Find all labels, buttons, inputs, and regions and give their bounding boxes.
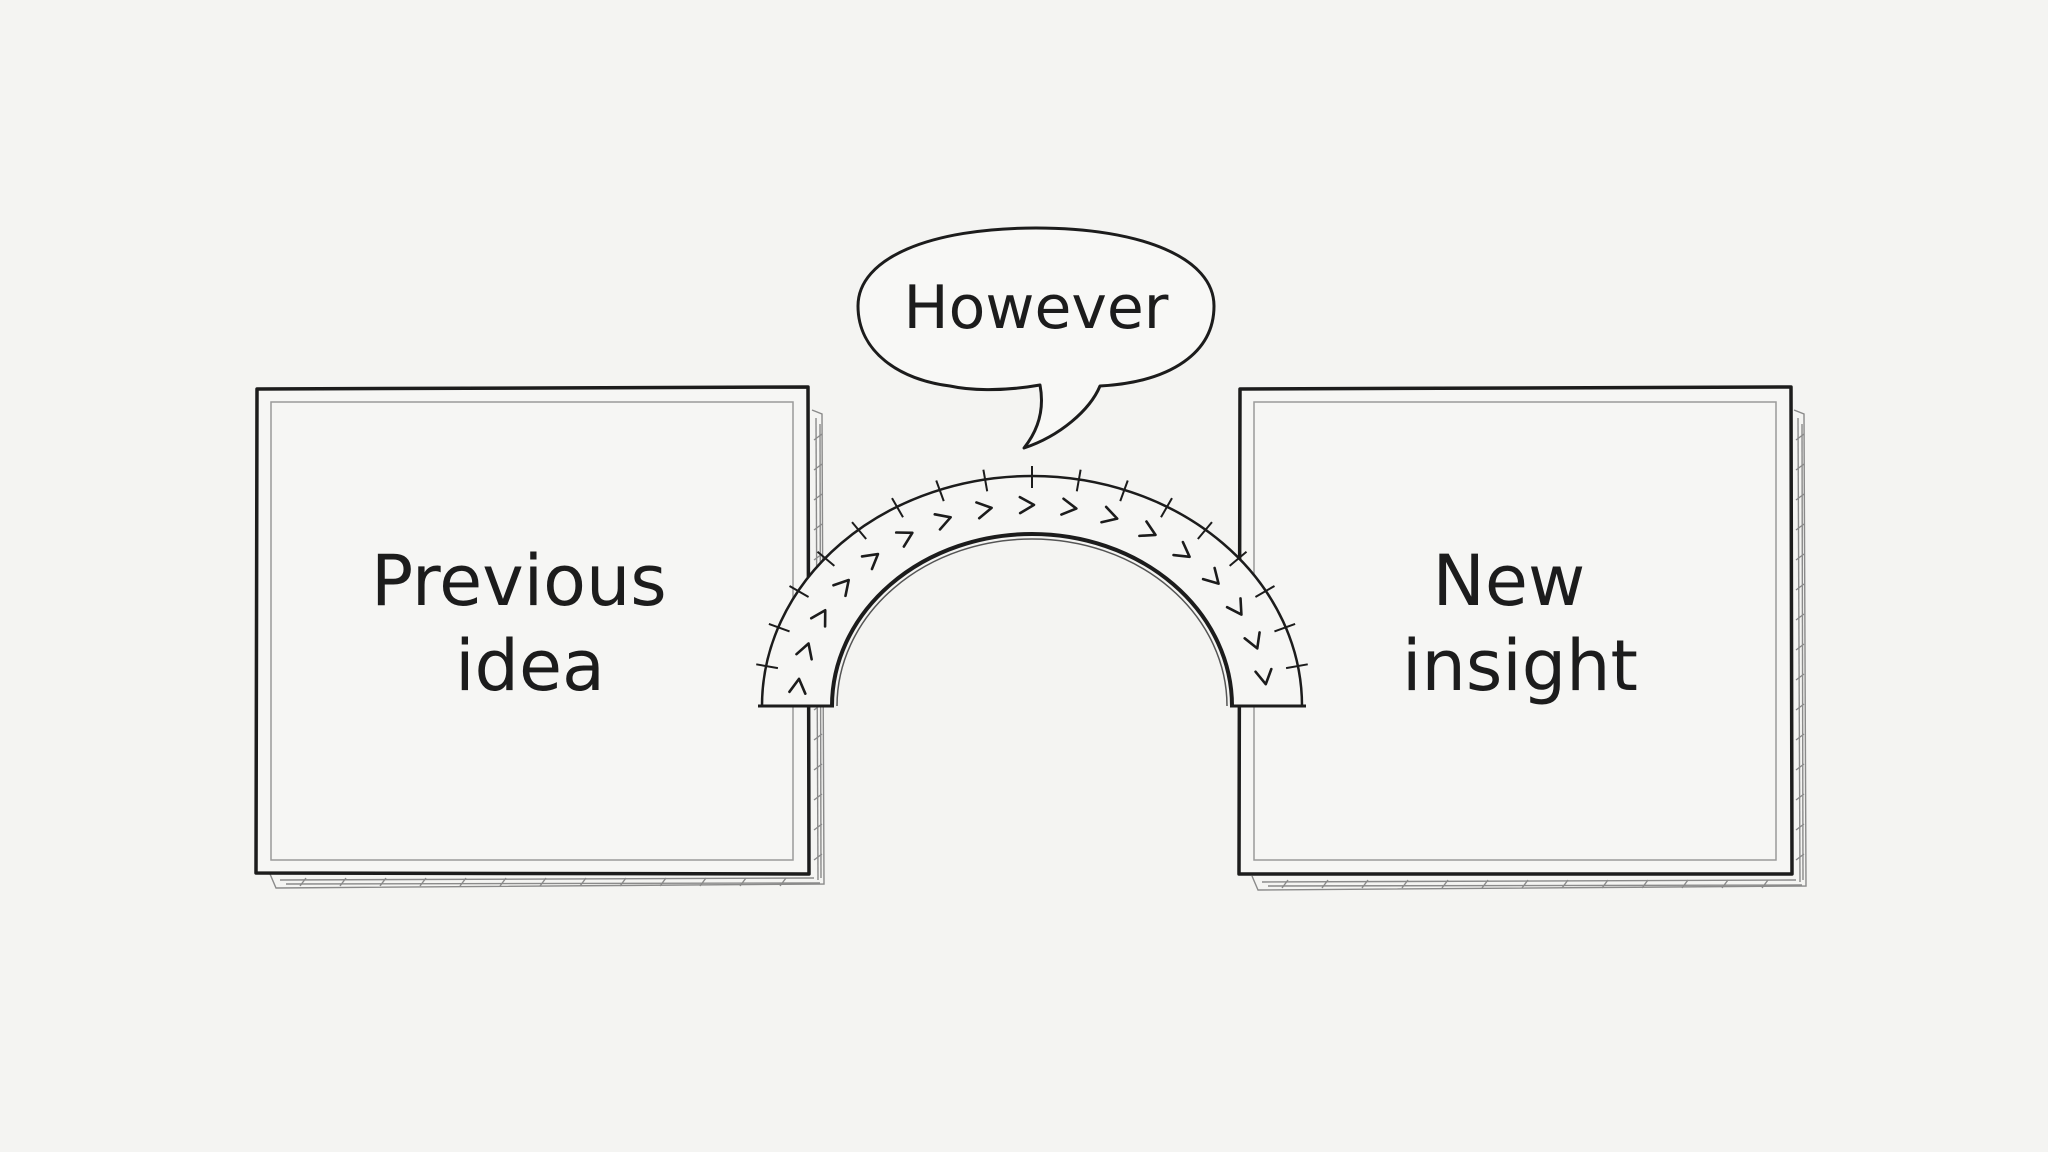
bridge-tick	[1197, 521, 1213, 540]
right-box: New insight	[1237, 385, 1807, 891]
left-box-label: Previous idea	[371, 540, 689, 707]
bridge-chevron-arrow	[1138, 520, 1157, 538]
left-box-frame	[254, 385, 811, 876]
bridge-chevron-arrow	[832, 578, 851, 598]
speech-bubble: However	[856, 226, 1216, 450]
bridge-tick	[851, 521, 867, 540]
left-box-label-line-2: idea	[455, 625, 605, 707]
bridge-chevron-arrow	[1201, 566, 1220, 585]
bridge-tick	[982, 469, 989, 492]
bridge-chevron-arrow	[1225, 597, 1243, 616]
bridge-arch	[756, 466, 1308, 708]
right-box-label: New insight	[1402, 540, 1638, 707]
bridge-chevron-arrow	[975, 501, 993, 520]
right-box-label-line-1: New	[1433, 540, 1586, 622]
bridge-chevron-arrow	[1243, 631, 1261, 650]
bridge-tick	[1228, 550, 1248, 567]
bridge-tick	[935, 480, 945, 502]
bridge-inner-arc-shadow	[836, 538, 1228, 707]
bridge-tick	[756, 663, 779, 670]
bridge-tick	[768, 622, 790, 633]
left-box: Previous idea	[254, 385, 825, 889]
bridge-chevron-arrow	[788, 677, 807, 695]
bridge-chevron-arrow	[1018, 495, 1036, 515]
bridge-arrows	[788, 495, 1273, 695]
bridge-tick	[789, 585, 810, 598]
bridge-ticks	[756, 466, 1308, 670]
bridge-chevron-arrow	[1060, 497, 1078, 516]
bridge-chevron-arrow	[1254, 667, 1273, 686]
bridge-chevron-arrow	[1172, 540, 1191, 559]
bridge-tick	[1160, 497, 1173, 518]
bridge-chevron-arrow	[795, 642, 813, 661]
bridge-tick	[891, 497, 904, 518]
bridge-chevron-arrow	[933, 513, 952, 531]
right-box-label-line-2: insight	[1402, 625, 1638, 707]
left-box-label-line-1: Previous	[371, 540, 667, 622]
bridge-tick	[816, 550, 836, 567]
right-box-frame	[1237, 385, 1794, 876]
bridge-tick	[1274, 622, 1296, 633]
bridge-chevron-arrow	[1100, 505, 1119, 524]
bridge-inner-arc	[830, 532, 1234, 707]
bridge-tick	[1285, 663, 1308, 670]
bridge-tick	[1075, 469, 1082, 492]
bridge-tick	[1254, 585, 1275, 598]
right-box-shadow	[1251, 409, 1807, 891]
bridge-chevron-arrow	[860, 552, 880, 571]
bridge-chevron-arrow	[894, 531, 914, 548]
speech-bubble-outline	[856, 226, 1216, 450]
bridge-chevron-arrow	[809, 608, 827, 628]
speech-bubble-text: However	[904, 273, 1169, 343]
bridge-tick	[1119, 480, 1129, 502]
